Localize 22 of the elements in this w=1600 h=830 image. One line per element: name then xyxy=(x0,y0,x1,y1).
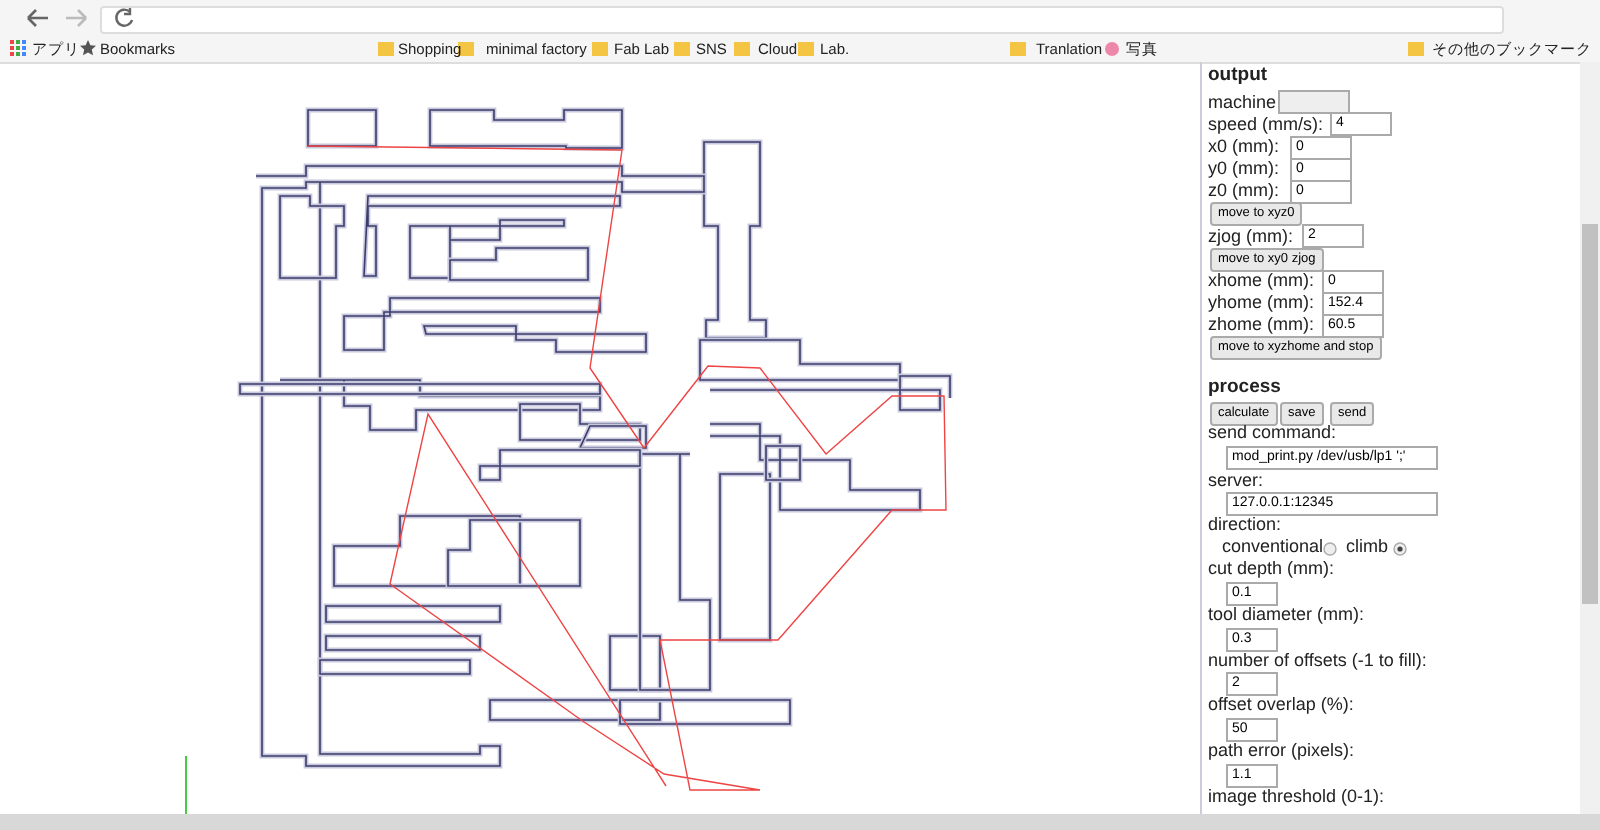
field-label: zjog (mm): xyxy=(1208,226,1293,246)
radio-label: climb xyxy=(1346,536,1389,556)
field-label: path error (pixels): xyxy=(1208,740,1355,760)
field-label: cut depth (mm): xyxy=(1208,558,1335,578)
field-label: offset overlap (%): xyxy=(1208,694,1354,714)
field-label: z0 (mm): xyxy=(1208,180,1279,200)
field-label: direction: xyxy=(1208,514,1282,534)
field-label: machine xyxy=(1208,92,1277,112)
field-label: tool diameter (mm): xyxy=(1208,604,1365,624)
field-label: server: xyxy=(1208,470,1264,490)
radio-label: conventional xyxy=(1222,536,1324,556)
field-label: zhome (mm): xyxy=(1208,314,1315,334)
field-label: number of offsets (-1 to fill): xyxy=(1208,650,1427,670)
field-label: x0 (mm): xyxy=(1208,136,1279,156)
field-label: y0 (mm): xyxy=(1208,158,1279,178)
field-label: send command: xyxy=(1208,422,1337,442)
section-heading: process xyxy=(1208,378,1281,398)
field-label: image threshold (0-1): xyxy=(1208,786,1385,806)
field-label: yhome (mm): xyxy=(1208,292,1315,312)
field-label: speed (mm/s): xyxy=(1208,114,1324,134)
field-label: xhome (mm): xyxy=(1208,270,1315,290)
section-heading: output xyxy=(1208,66,1268,86)
